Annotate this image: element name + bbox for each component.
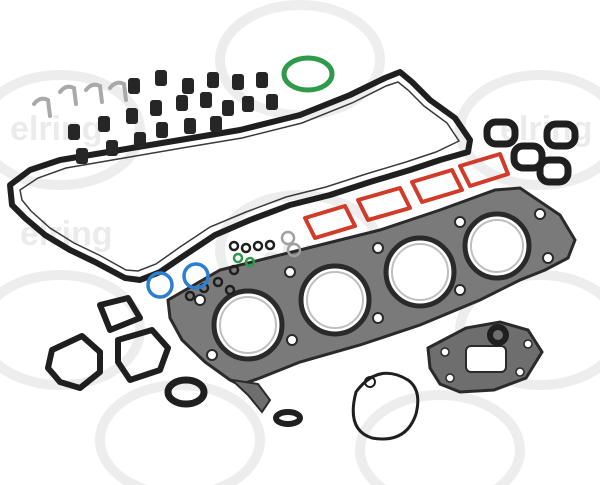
thermostat-housing-gasket [351,371,420,441]
watermark-text: elring [10,110,103,148]
exhaust-flange-gasket [426,320,544,394]
rubber-pieces-bottom [273,324,509,427]
seal-row-top [128,70,268,94]
cylinder-head-gasket [166,186,577,414]
valve-cover-gasket-inner [19,81,461,272]
blue-orings [146,262,210,299]
camshaft-seals [483,118,579,186]
valve-cover-gasket [7,69,473,283]
seal-row-middle [150,92,278,116]
green-oring-large [281,55,335,93]
intake-manifold-gaskets [303,152,510,240]
seal-row-bottom [76,132,146,164]
oval-rubber-seal [164,376,208,408]
head-gasket-tab [228,378,272,414]
rubber-gaskets-left [45,295,171,391]
seal-row-lower [68,108,222,140]
valve-stem-seals [68,70,278,164]
retaining-clips [32,80,128,118]
